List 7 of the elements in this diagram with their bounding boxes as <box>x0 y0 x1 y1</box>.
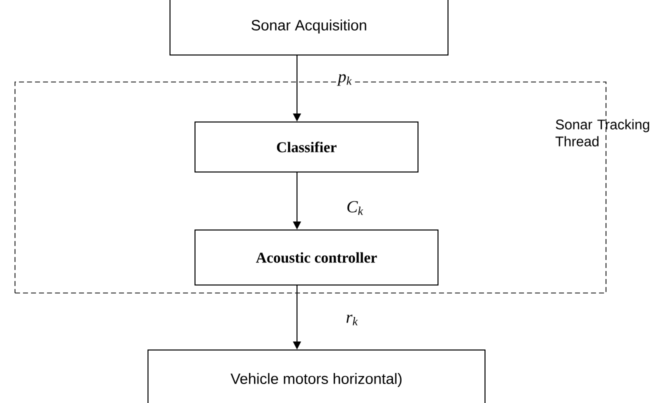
process-box: Vehicle motors horizontal) <box>148 350 486 403</box>
edge-label: r$_{k}$ <box>344 314 360 326</box>
edge-label: C$_{k}$ <box>345 200 365 216</box>
process-box: Classifier <box>194 122 418 172</box>
process-box: Acoustic controller <box>194 230 438 286</box>
process-box: Sonar Acquisition <box>170 0 448 56</box>
edge-label: p$_{k}$ <box>336 73 354 87</box>
